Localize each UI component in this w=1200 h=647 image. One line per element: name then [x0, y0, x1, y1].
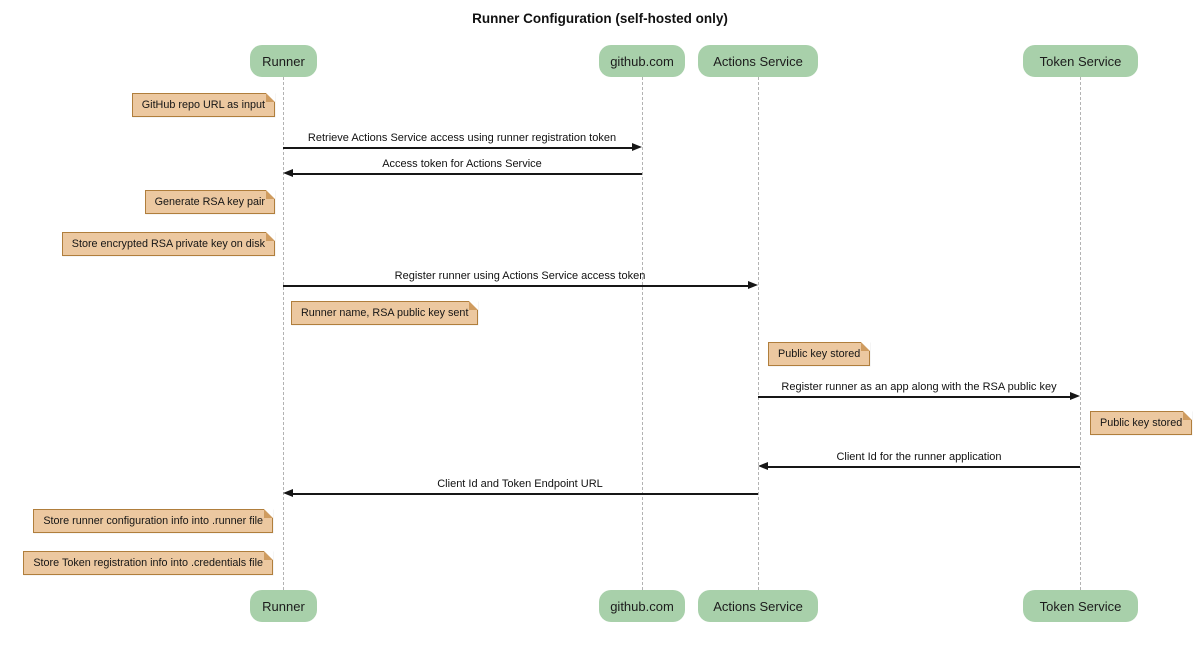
- arrowhead-left-icon: [283, 169, 293, 177]
- message-line: [290, 173, 642, 175]
- arrowhead-left-icon: [283, 489, 293, 497]
- message-label: Client Id and Token Endpoint URL: [437, 478, 603, 490]
- note-generate-rsa-key-pair: Generate RSA key pair: [144, 190, 276, 214]
- participant-actions-service-top: Actions Service: [698, 45, 818, 77]
- note-public-key-stored-token: Public key stored: [1090, 411, 1193, 435]
- arrowhead-right-icon: [1070, 392, 1080, 400]
- participant-runner-top: Runner: [250, 45, 317, 77]
- message-line: [765, 466, 1080, 468]
- lifeline-token-service: [1080, 77, 1081, 590]
- message-line: [290, 493, 758, 495]
- message-line: [283, 147, 635, 149]
- message-label: Register runner as an app along with the…: [781, 381, 1057, 393]
- arrowhead-right-icon: [748, 281, 758, 289]
- note-runner-name-public-key-sent: Runner name, RSA public key sent: [291, 301, 479, 325]
- note-store-encrypted-private-key: Store encrypted RSA private key on disk: [61, 232, 276, 256]
- diagram-title: Runner Configuration (self-hosted only): [472, 11, 728, 26]
- message-label: Register runner using Actions Service ac…: [394, 270, 646, 282]
- participant-token-service-bottom: Token Service: [1023, 590, 1138, 622]
- participant-actions-service-bottom: Actions Service: [698, 590, 818, 622]
- lifeline-actions-service: [758, 77, 759, 590]
- arrowhead-left-icon: [758, 462, 768, 470]
- lifeline-runner: [283, 77, 284, 590]
- lifeline-github: [642, 77, 643, 590]
- arrowhead-right-icon: [632, 143, 642, 151]
- note-public-key-stored-actions: Public key stored: [768, 342, 871, 366]
- participant-github-bottom: github.com: [599, 590, 685, 622]
- participant-github-top: github.com: [599, 45, 685, 77]
- note-store-runner-config: Store runner configuration info into .ru…: [33, 509, 273, 533]
- message-label: Client Id for the runner application: [836, 451, 1002, 463]
- participant-runner-bottom: Runner: [250, 590, 317, 622]
- message-line: [283, 285, 751, 287]
- message-line: [758, 396, 1073, 398]
- note-store-token-registration: Store Token registration info into .cred…: [23, 551, 273, 575]
- note-github-repo-url-input: GitHub repo URL as input: [131, 93, 276, 117]
- message-label: Access token for Actions Service: [382, 158, 542, 170]
- participant-token-service-top: Token Service: [1023, 45, 1138, 77]
- message-label: Retrieve Actions Service access using ru…: [307, 132, 617, 144]
